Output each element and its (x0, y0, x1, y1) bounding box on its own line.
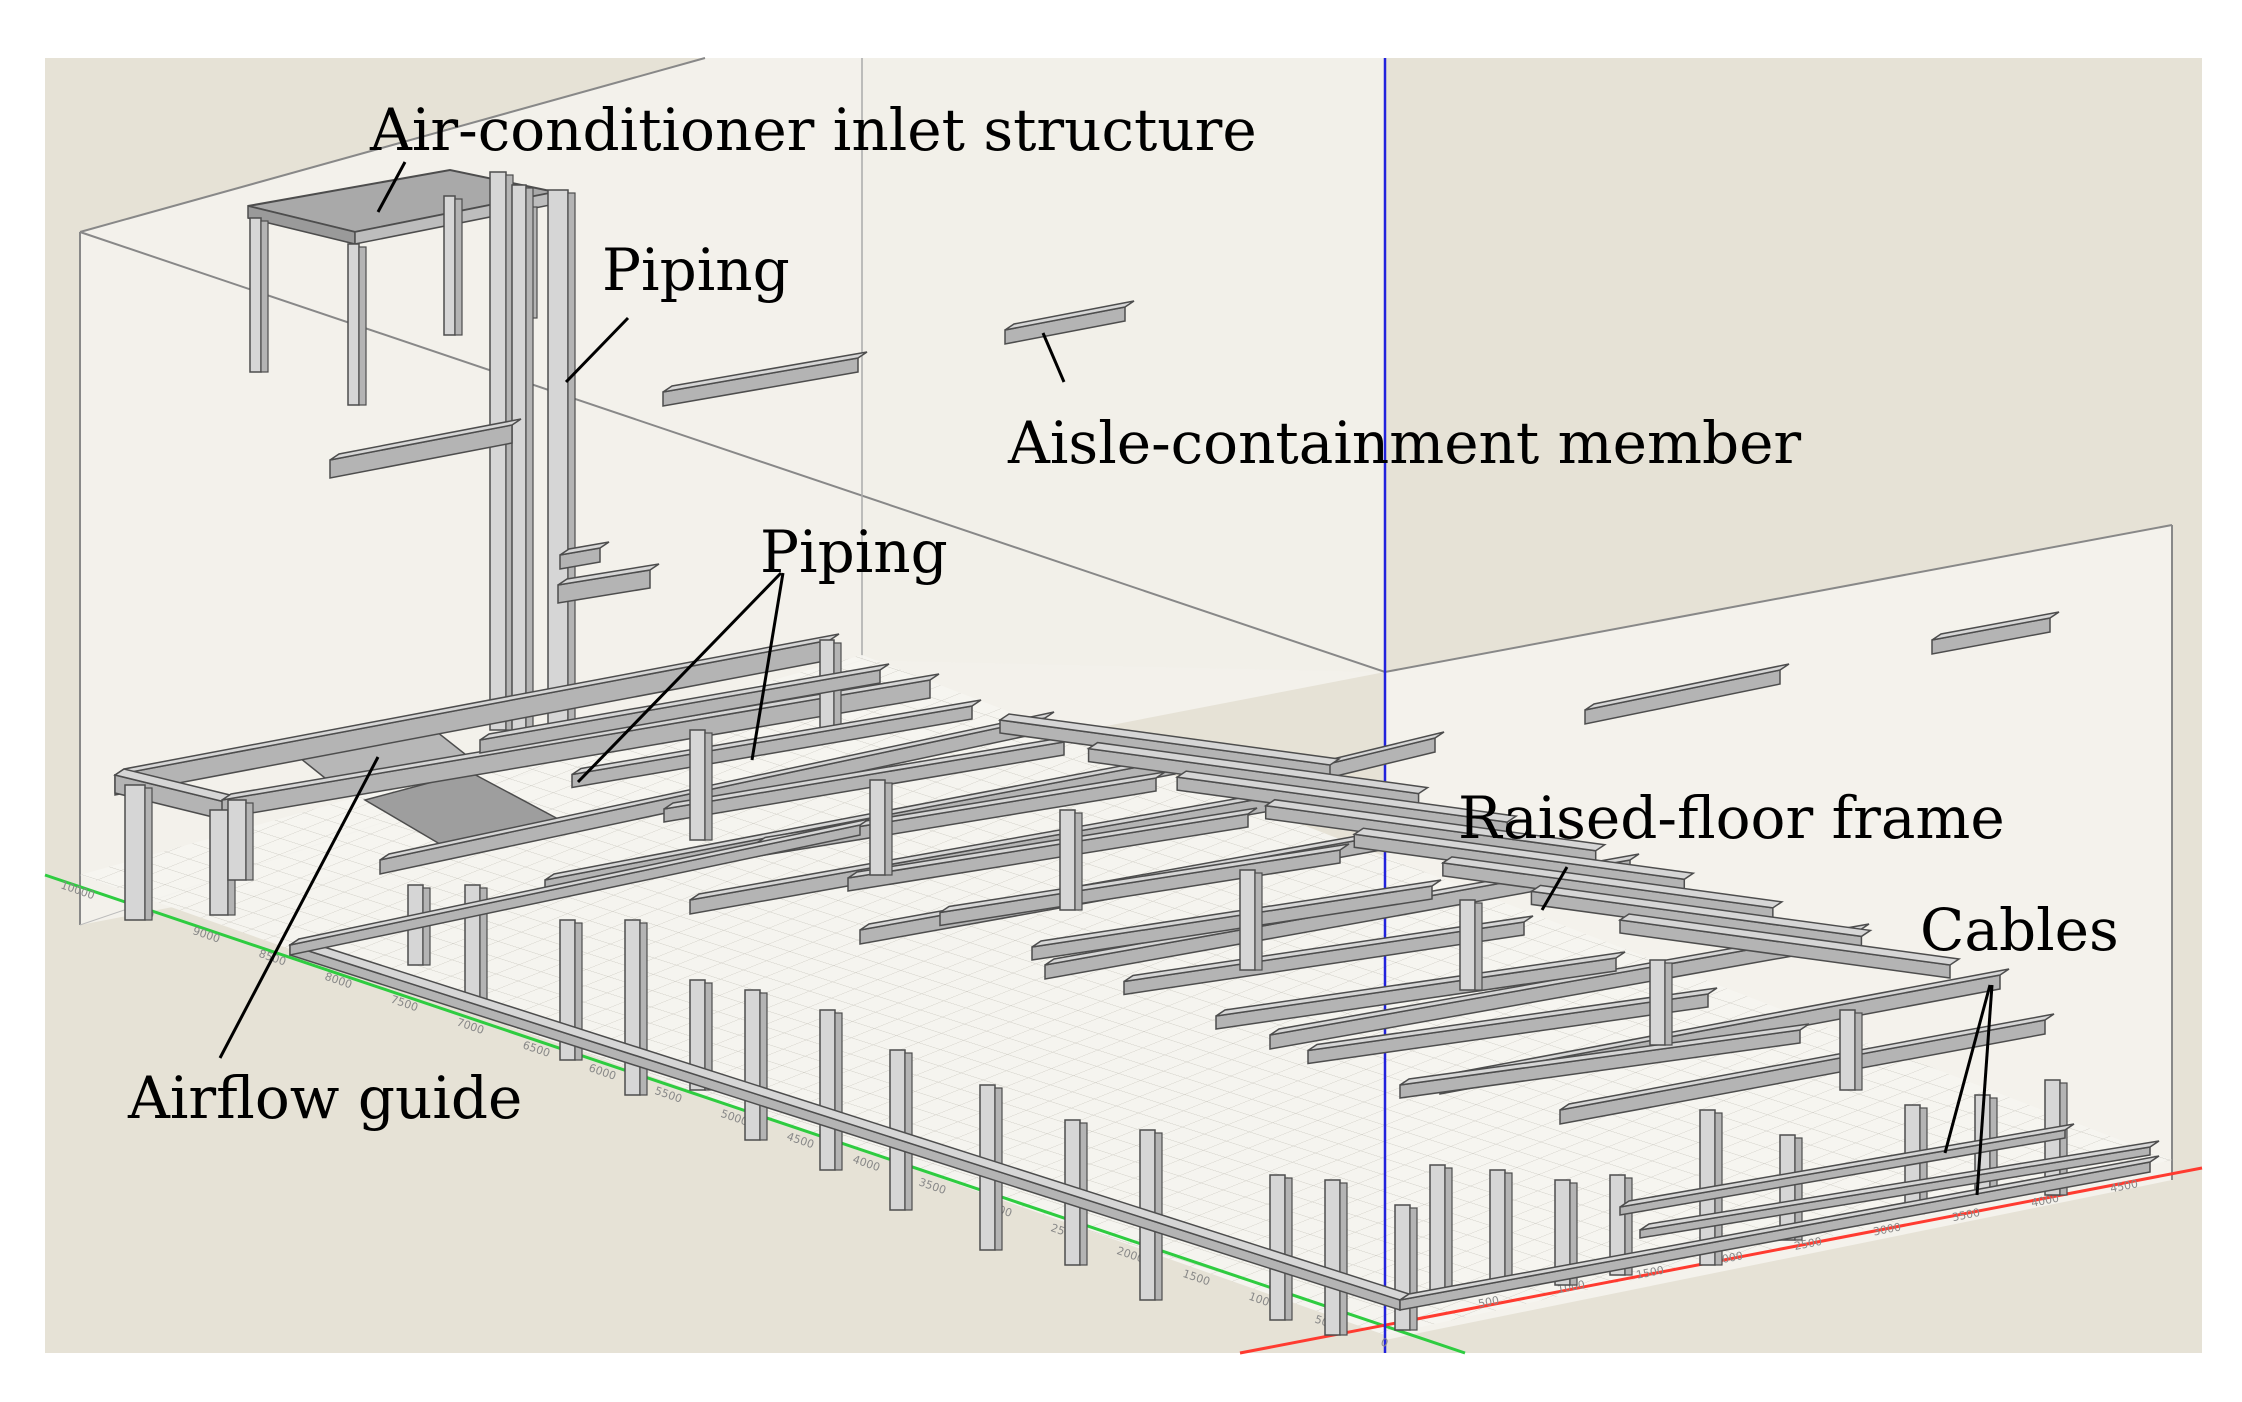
leader-lines (218, 161, 1994, 1196)
leader-airflow-guide (218, 756, 380, 1059)
leader-cables-b (1975, 984, 1994, 1196)
leader-air-conditioner (376, 161, 407, 213)
pipe-stub (557, 563, 660, 604)
vertical-pipe (511, 184, 534, 746)
axis-tick-label: 3500 (1951, 1206, 1981, 1224)
floor-frame-crossbeam (479, 663, 890, 754)
vertical-pipe (489, 171, 514, 731)
aisle-containment-bar (662, 351, 868, 407)
platform-post (124, 784, 153, 921)
floor-channel (289, 818, 870, 956)
aisle-containment-bar (1584, 663, 1790, 725)
floor-frame-crossbeam (663, 735, 1074, 823)
floor-pedestal (689, 729, 713, 841)
floor-pedestal (689, 979, 713, 1091)
floor-frame-crossbeam (1215, 951, 1626, 1030)
floor-pedestal (1839, 1009, 1863, 1091)
vertical-pipe (547, 189, 576, 736)
label-aisle-containment: Aisle-containment member (1007, 409, 1801, 477)
floor-frame-crossbeam (1031, 879, 1442, 961)
ac-leg (443, 195, 463, 336)
floor-pedestal (1429, 1164, 1453, 1301)
floor-channel (1399, 1155, 2160, 1311)
cable-run (1619, 1123, 2075, 1216)
floor-frame-crossbeam (1307, 987, 1718, 1065)
label-cables: Cables (1920, 896, 2119, 964)
ac-leg (249, 217, 269, 373)
aisle-containment-bar (1004, 300, 1135, 345)
axis-tick-label: 4000 (2030, 1192, 2060, 1210)
floor-pedestal (744, 989, 768, 1141)
leader-piping-lower-b (750, 572, 785, 761)
pipe-stub (559, 541, 610, 570)
floor-frame-crossbeam (1123, 915, 1534, 996)
axis-tick-label: 3000 (1872, 1220, 1902, 1238)
ac-leg (347, 243, 367, 406)
floor-pedestal (869, 779, 893, 876)
axis-tick-label: 1500 (1635, 1264, 1665, 1282)
pipe-stub (329, 418, 522, 479)
floor-frame-crossbeam (847, 807, 1258, 892)
label-air-conditioner-inlet: Air-conditioner inlet structure (369, 96, 1257, 164)
floor-pedestal (1489, 1169, 1513, 1286)
platform-post (227, 799, 254, 881)
leader-piping-upper (564, 316, 630, 384)
floor-pedestal (1239, 869, 1263, 971)
floor-frame-crossbeam (1399, 1023, 1810, 1099)
axis-tick-label: 500 (1477, 1294, 1500, 1311)
label-piping-upper: Piping (602, 236, 790, 304)
leader-piping-lower-a (576, 571, 783, 784)
floor-pedestal (1459, 899, 1483, 991)
floor-pedestal (1324, 1179, 1348, 1336)
structural-members (113, 168, 2160, 1336)
axis-tick-label: 0 (1379, 1336, 1390, 1351)
label-airflow-guide: Airflow guide (127, 1064, 522, 1132)
leader-aisle-containment (1041, 332, 1066, 383)
floor-pedestal (1059, 809, 1083, 911)
floor-frame-rail (1559, 1013, 2055, 1125)
floor-frame-crossbeam (1617, 913, 1962, 979)
leader-raised-floor (1540, 866, 1569, 911)
label-raised-floor-frame: Raised-floor frame (1458, 784, 2005, 852)
aisle-containment-bar (1931, 611, 2060, 655)
floor-frame-crossbeam (571, 699, 982, 789)
floor-pedestal (819, 1009, 843, 1171)
floor-pedestal (1649, 959, 1673, 1046)
floor-pedestal (1394, 1204, 1418, 1331)
callout-labels: Air-conditioner inlet structure Piping A… (127, 96, 2119, 1132)
floor-pedestal (1269, 1174, 1293, 1321)
floor-frame-crossbeam (939, 843, 1350, 927)
leader-cables-a (1943, 984, 1992, 1154)
floor-pedestal (1554, 1179, 1578, 1286)
cable-run (1639, 1140, 2160, 1239)
floor-pedestal (1609, 1174, 1633, 1276)
axis-tick-label: 4500 (2109, 1177, 2139, 1195)
label-piping-lower: Piping (760, 518, 948, 586)
